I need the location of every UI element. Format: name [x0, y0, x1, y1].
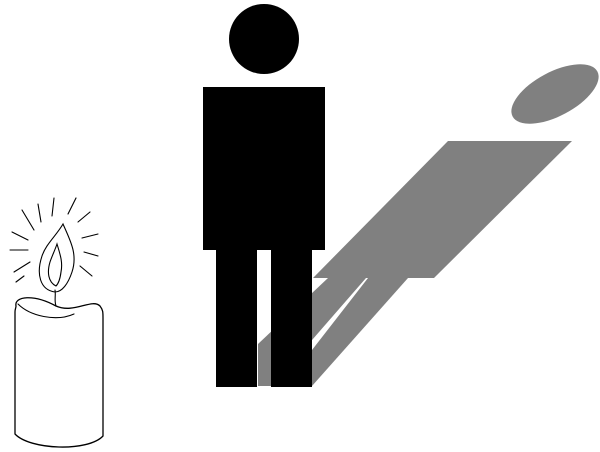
candle — [10, 198, 103, 447]
person-figure — [203, 4, 325, 387]
ray — [82, 234, 98, 238]
shadow-head — [502, 52, 600, 136]
flame-inner — [48, 244, 61, 286]
flame-rays — [10, 198, 98, 282]
person-head — [229, 4, 299, 74]
ray — [52, 198, 54, 216]
ray — [68, 198, 76, 214]
ray — [84, 252, 98, 256]
shadow-torso — [313, 141, 572, 278]
person-left-leg — [216, 222, 257, 387]
ray — [16, 276, 24, 282]
ray — [38, 204, 41, 222]
flame-outer — [39, 224, 74, 292]
ray — [80, 266, 92, 276]
ray — [78, 212, 90, 222]
candle-body — [15, 298, 103, 447]
person-right-leg — [271, 222, 312, 387]
ray — [22, 210, 34, 230]
ray — [14, 262, 30, 272]
ray — [12, 232, 28, 240]
